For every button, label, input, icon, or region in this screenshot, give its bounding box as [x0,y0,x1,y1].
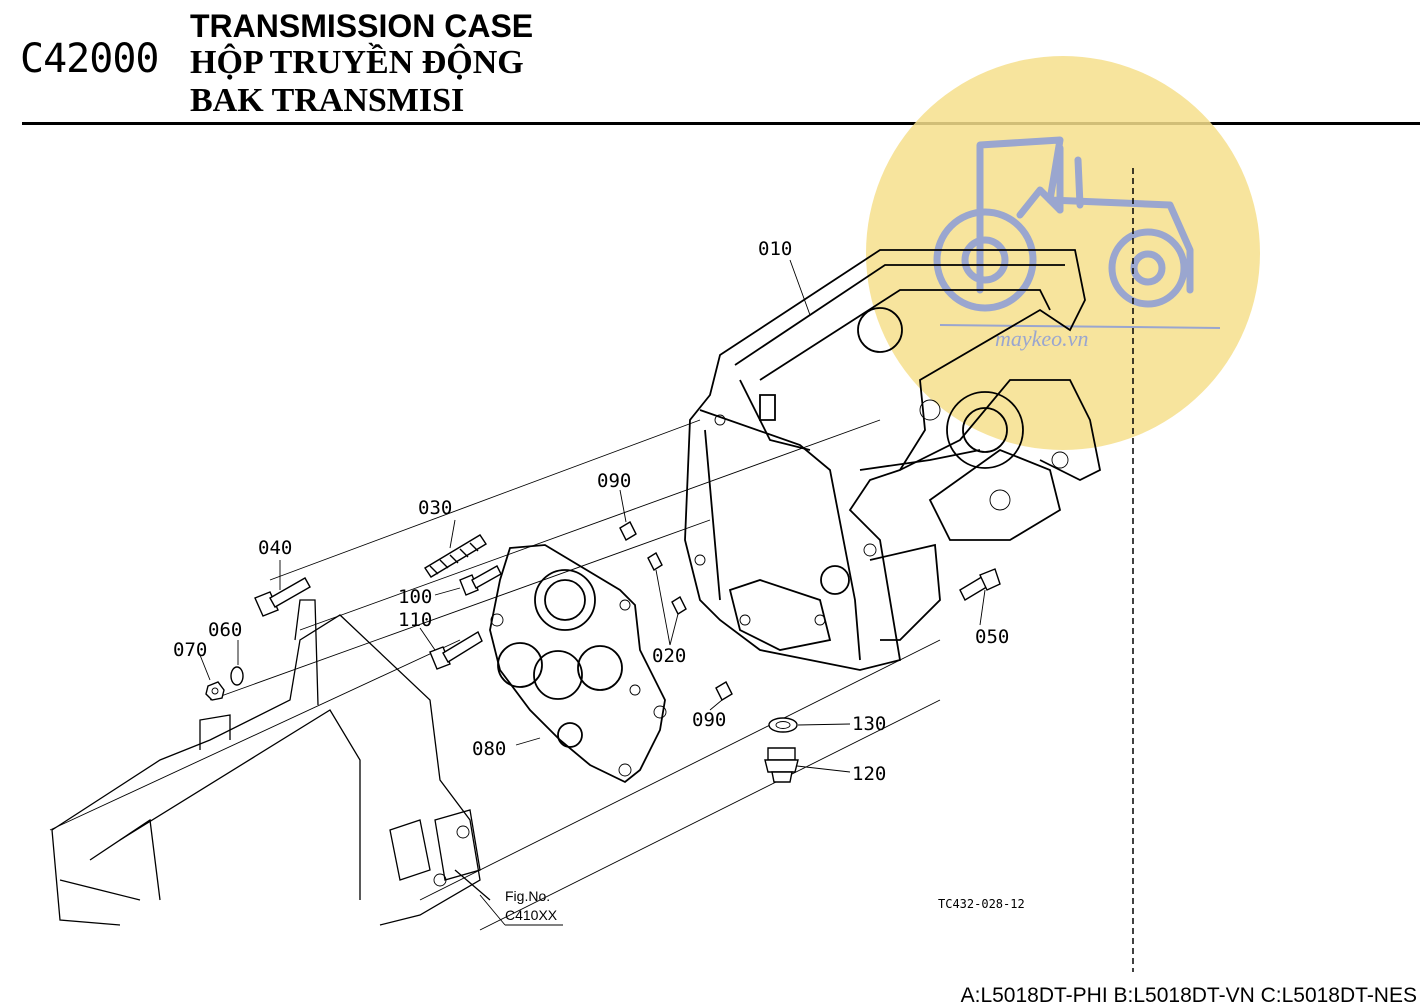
bolt-050 [959,568,1001,601]
nut-070 [205,681,225,701]
label-part-020: 020 [652,645,686,667]
drawing-id: TC432-028-12 [938,897,1025,911]
pin-090-lower [715,681,733,701]
title-indonesian: BAK TRANSMISI [190,82,465,119]
label-part-100: 100 [398,586,432,608]
label-part-120: 120 [852,763,886,785]
tractor-icon [933,136,1194,312]
label-part-060: 060 [208,619,242,641]
plug-120 [764,747,799,783]
figure-ref-line2: C410XX [505,907,558,923]
header-rule [22,122,1420,125]
seal-130 [768,717,798,733]
bolt-110 [429,630,483,670]
front-plate-080 [489,544,667,784]
rear-housing [51,599,491,926]
assembly-guide-lines [49,419,941,931]
label-part-130: 130 [852,713,886,735]
stud-030 [424,534,487,578]
catalog-code: C42000 [20,36,159,82]
model-applicability: A:L5018DT-PHI B:L5018DT-VN C:L5018DT-NES [960,984,1417,1007]
title-vietnamese: HỘP TRUYỀN ĐỘNG [190,44,524,81]
bolt-040 [254,577,311,617]
watermark-text: maykeo.vn [995,326,1088,351]
watermark-underline [939,324,1221,329]
label-part-040: 040 [258,537,292,559]
label-part-030: 030 [418,497,452,519]
label-part-110: 110 [398,609,432,631]
washer-060 [230,666,244,686]
label-part-010: 010 [758,238,792,260]
label-part-090-lower: 090 [692,709,726,731]
transmission-case-010 [684,249,1102,671]
watermark-circle [866,56,1260,450]
title-english: TRANSMISSION CASE [190,8,534,44]
figure-ref-line1: Fig.No. [505,888,550,904]
dowel-pins-020 [647,551,687,616]
watermark-logo: maykeo.vn [866,56,1260,450]
leader-lines [199,259,986,926]
label-part-080: 080 [472,738,506,760]
pin-090-upper [619,521,637,541]
label-part-090-upper: 090 [597,470,631,492]
label-part-050: 050 [975,626,1009,648]
label-part-070: 070 [173,639,207,661]
bolt-100 [459,565,502,596]
